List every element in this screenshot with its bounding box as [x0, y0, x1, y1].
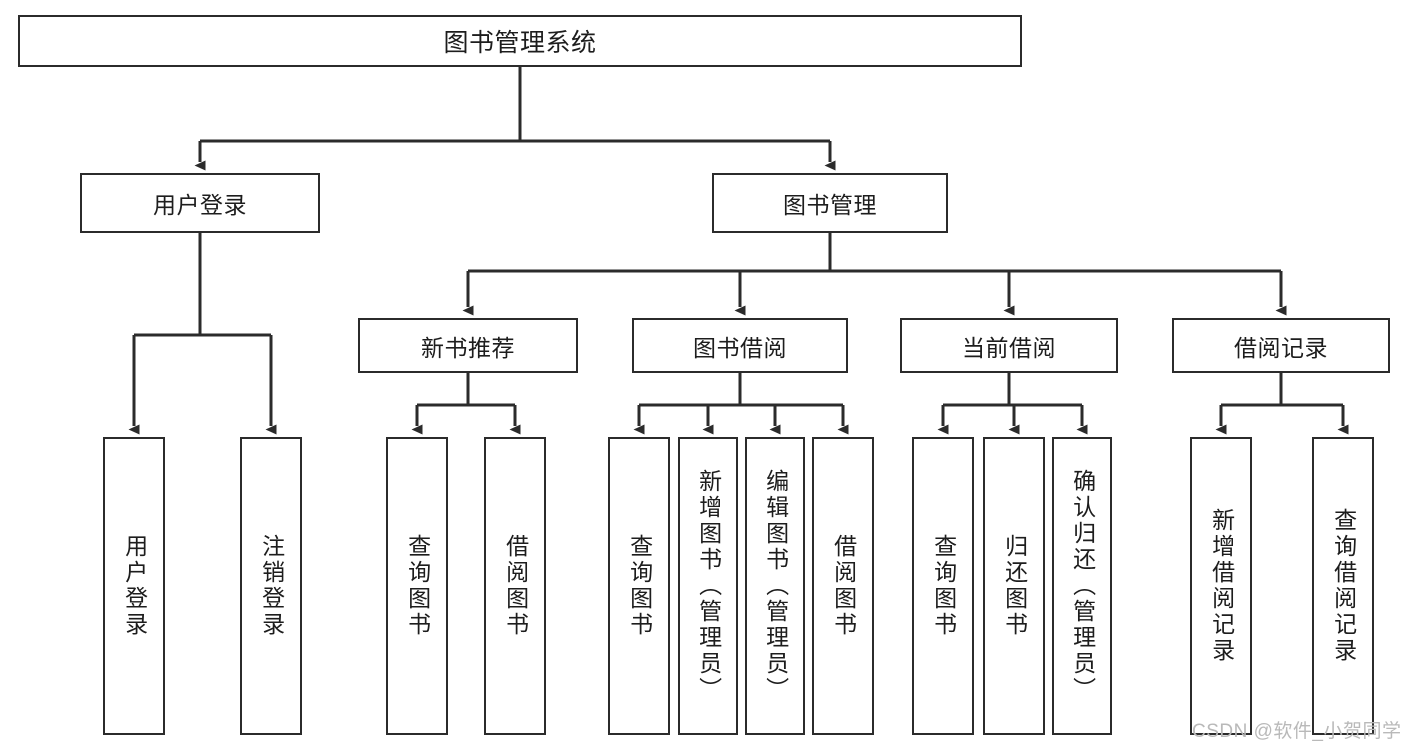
leaf-user-login-label: 用户登录 [121, 534, 148, 638]
leaf-borrow-book-recommend-label: 借阅图书 [502, 534, 529, 638]
watermark: CSDN @软件_小贺同学 [1192, 721, 1402, 742]
leaf-add-book-admin[interactable]: 新增图书（管理员） [678, 437, 738, 735]
node-borrow-records-label: 借阅记录 [1234, 334, 1328, 361]
leaf-borrow-book-label: 借阅图书 [830, 534, 857, 638]
node-new-book-recommend[interactable]: 新书推荐 [358, 318, 578, 373]
leaf-confirm-return-admin[interactable]: 确认归还（管理员） [1052, 437, 1112, 735]
node-current-borrow[interactable]: 当前借阅 [900, 318, 1118, 373]
node-book-borrow[interactable]: 图书借阅 [632, 318, 848, 373]
leaf-add-borrow-record-label: 新增借阅记录 [1208, 508, 1235, 664]
leaf-return-book-label: 归还图书 [1001, 534, 1028, 638]
leaf-query-book-current-label: 查询图书 [930, 534, 957, 638]
node-current-borrow-label: 当前借阅 [962, 334, 1056, 361]
node-borrow-records[interactable]: 借阅记录 [1172, 318, 1390, 373]
node-user-login[interactable]: 用户登录 [80, 173, 320, 233]
node-book-management[interactable]: 图书管理 [712, 173, 948, 233]
leaf-add-book-admin-label: 新增图书（管理员） [695, 469, 722, 703]
leaf-logout-label: 注销登录 [258, 534, 285, 638]
leaf-edit-book-admin[interactable]: 编辑图书（管理员） [745, 437, 805, 735]
node-root-label: 图书管理系统 [443, 29, 597, 57]
leaf-confirm-return-admin-label: 确认归还（管理员） [1069, 469, 1096, 703]
leaf-query-book-borrow[interactable]: 查询图书 [608, 437, 670, 735]
node-book-borrow-label: 图书借阅 [693, 334, 787, 361]
leaf-return-book[interactable]: 归还图书 [983, 437, 1045, 735]
node-book-management-label: 图书管理 [783, 192, 877, 218]
leaf-add-borrow-record[interactable]: 新增借阅记录 [1190, 437, 1252, 735]
leaf-query-book-recommend-label: 查询图书 [404, 534, 431, 638]
node-new-book-recommend-label: 新书推荐 [421, 334, 515, 361]
leaf-query-borrow-record-label: 查询借阅记录 [1330, 508, 1357, 664]
leaf-edit-book-admin-label: 编辑图书（管理员） [762, 469, 789, 703]
leaf-query-book-borrow-label: 查询图书 [626, 534, 653, 638]
node-user-login-label: 用户登录 [153, 192, 247, 218]
leaf-query-book-recommend[interactable]: 查询图书 [386, 437, 448, 735]
node-root[interactable]: 图书管理系统 [18, 15, 1022, 67]
leaf-borrow-book[interactable]: 借阅图书 [812, 437, 874, 735]
leaf-user-login[interactable]: 用户登录 [103, 437, 165, 735]
leaf-query-book-current[interactable]: 查询图书 [912, 437, 974, 735]
leaf-query-borrow-record[interactable]: 查询借阅记录 [1312, 437, 1374, 735]
leaf-borrow-book-recommend[interactable]: 借阅图书 [484, 437, 546, 735]
leaf-logout[interactable]: 注销登录 [240, 437, 302, 735]
